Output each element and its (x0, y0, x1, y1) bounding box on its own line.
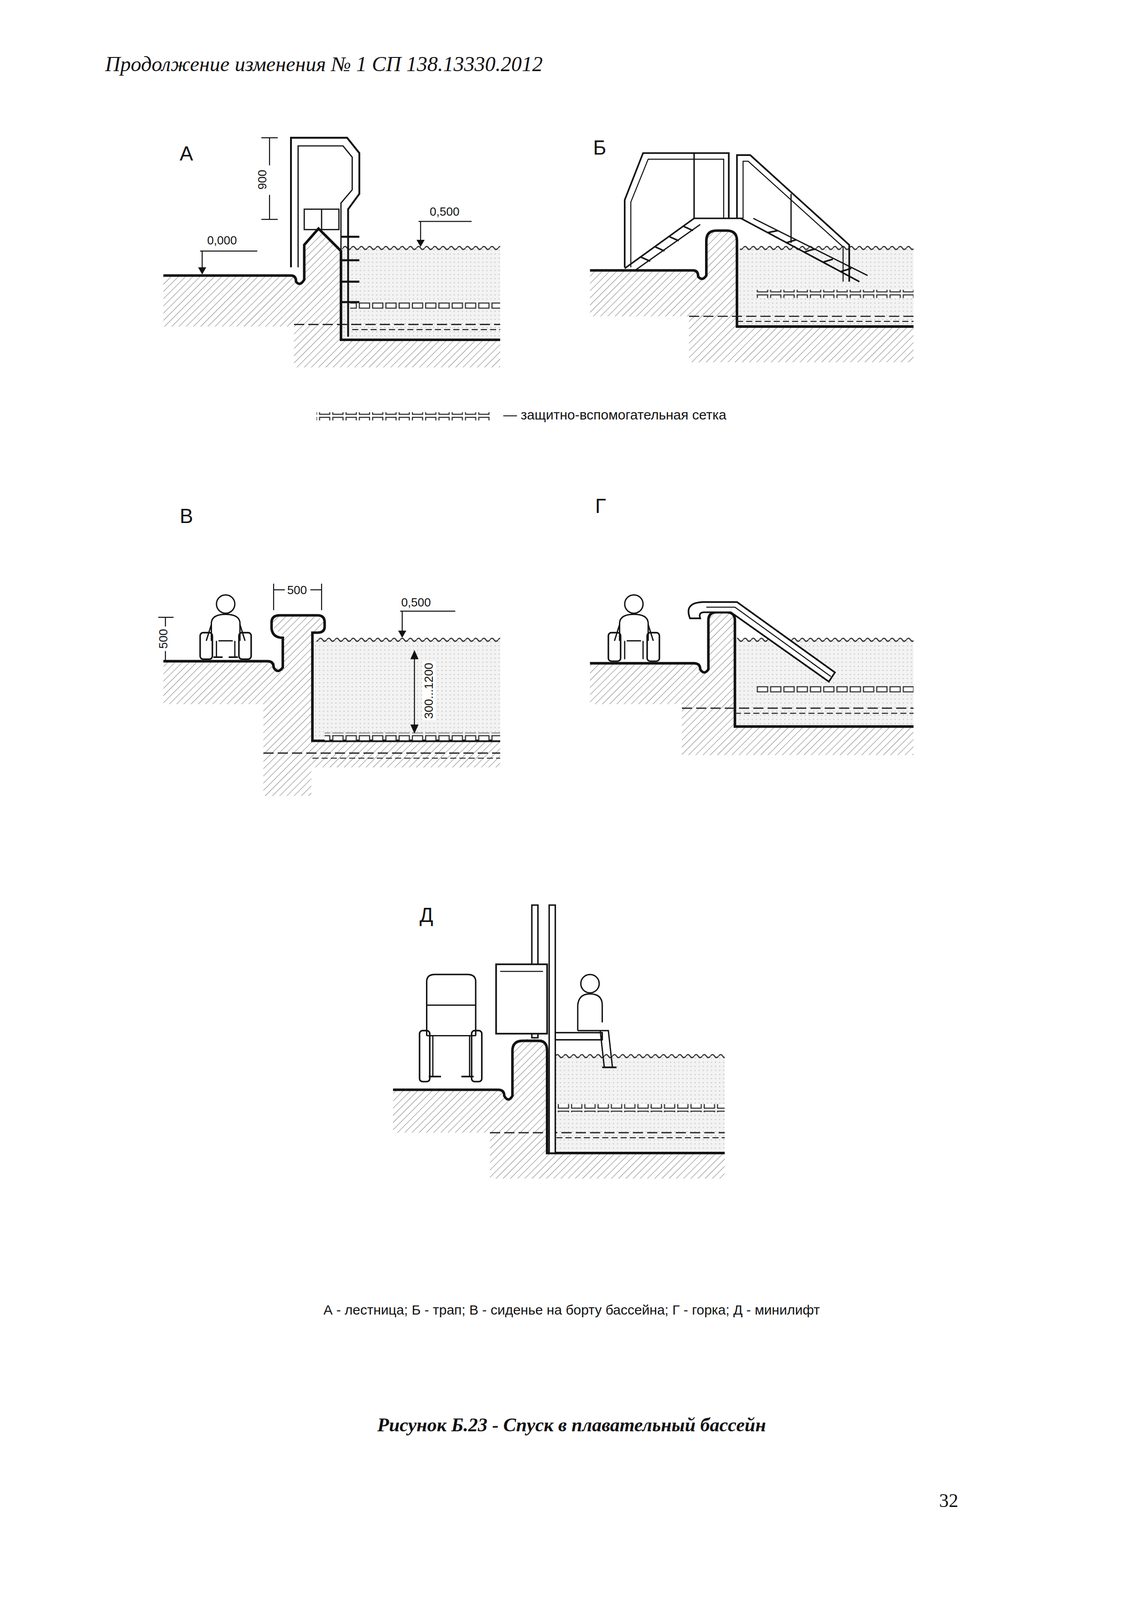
legend-text: — защитно-вспомогательная сетка (503, 407, 727, 423)
level-mark: 0,500 (401, 596, 431, 610)
dimension: 900 (255, 168, 270, 191)
panel-letter: А (179, 142, 193, 165)
figure-caption: Рисунок Б.23 - Спуск в плавательный басс… (377, 1414, 766, 1436)
page-number: 32 (939, 1490, 959, 1512)
panel-gangway (590, 153, 914, 363)
net-sample (316, 412, 490, 421)
dimension: 500 (156, 627, 171, 650)
panel-seat (158, 583, 501, 796)
page-header: Продолжение изменения № 1 СП 138.13330.2… (105, 52, 543, 77)
variant-list: А - лестница; Б - трап; В - сиденье на б… (323, 1302, 820, 1318)
panel-letter: Б (592, 136, 607, 159)
level-mark: 0,500 (429, 205, 460, 219)
panel-slide (590, 595, 914, 756)
panel-ladder (163, 137, 501, 368)
dimension: 500 (285, 583, 309, 597)
panel-letter: Д (419, 904, 434, 927)
panel-lift (393, 905, 725, 1179)
panel-letter: В (179, 505, 193, 528)
dimension: 300...1200 (422, 661, 436, 721)
panel-letter: Г (595, 495, 607, 518)
level-mark: 0,000 (207, 233, 237, 248)
